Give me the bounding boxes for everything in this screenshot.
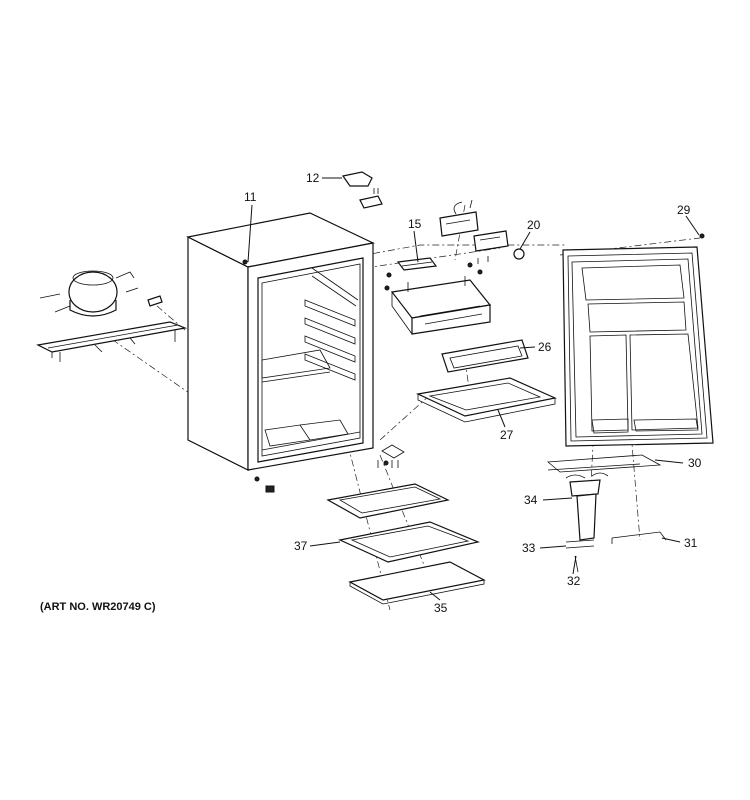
door-assembly xyxy=(546,233,714,473)
callout-11: 11 xyxy=(244,190,257,204)
cabinet xyxy=(186,212,405,493)
wire-shelves-37 xyxy=(326,483,480,563)
freezer-evaporator-15 xyxy=(384,257,492,335)
callout-29: 29 xyxy=(677,203,691,217)
callout-labels: 11 12 15 20 29 26 27 30 34 31 33 32 37 3… xyxy=(40,171,702,615)
callout-12: 12 xyxy=(306,171,320,185)
thermostat-assembly-20 xyxy=(439,199,525,264)
compressor-assembly xyxy=(36,270,188,362)
hinge-cover-12 xyxy=(341,171,383,209)
callout-32: 32 xyxy=(567,574,581,588)
crisper-cover-35 xyxy=(348,561,486,605)
callout-34: 34 xyxy=(524,493,538,507)
callout-15: 15 xyxy=(408,217,422,231)
callout-35: 35 xyxy=(434,601,448,615)
callout-20: 20 xyxy=(527,218,541,232)
art-number: (ART NO. WR20749 C) xyxy=(40,601,156,613)
callout-27: 27 xyxy=(500,428,514,442)
callout-26: 26 xyxy=(538,340,552,354)
freezer-door-26 xyxy=(441,339,529,373)
callout-31: 31 xyxy=(684,536,698,550)
drip-tray-27 xyxy=(416,377,557,423)
callout-33: 33 xyxy=(522,541,536,555)
callout-37: 37 xyxy=(294,539,308,553)
leader-lines xyxy=(247,177,700,601)
door-hinge-parts xyxy=(547,463,667,573)
callout-30: 30 xyxy=(688,456,702,470)
